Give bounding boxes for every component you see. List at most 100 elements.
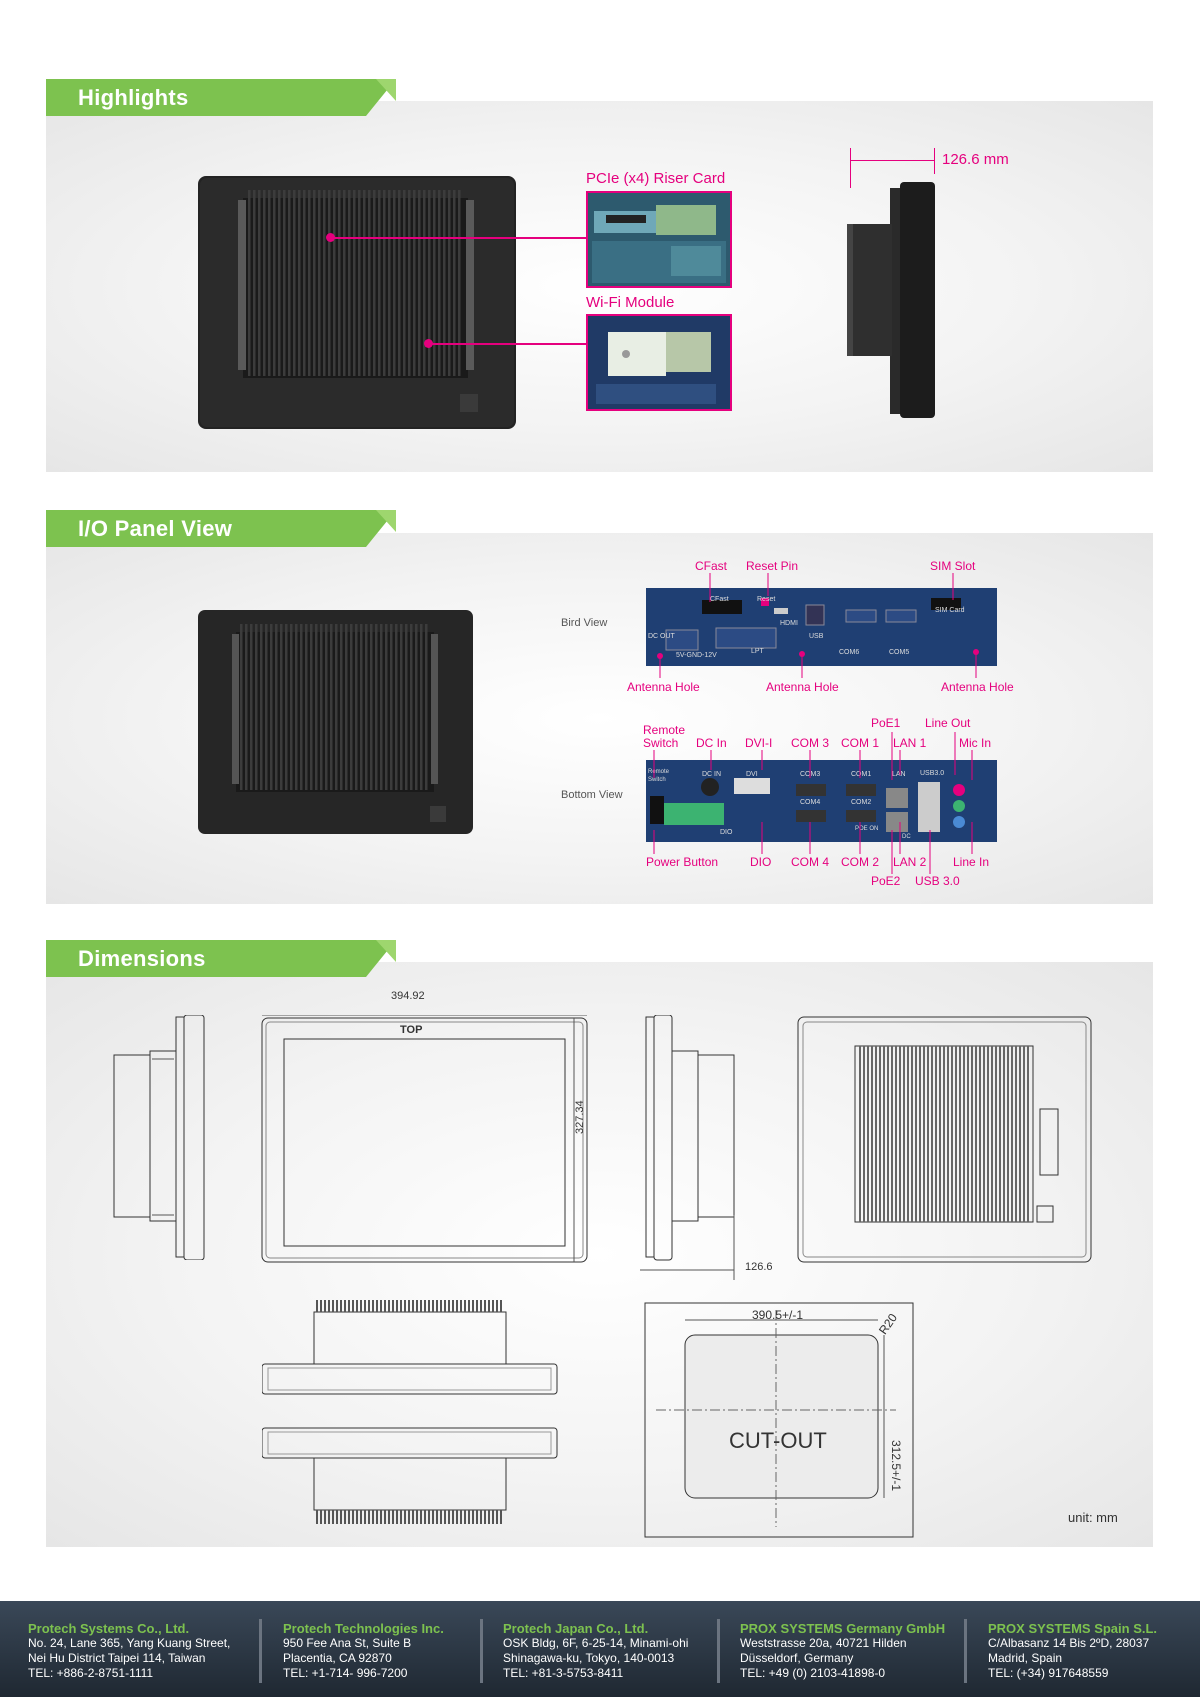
label-poe1: PoE1 [871,716,901,730]
label-com4: COM 4 [791,855,830,869]
tab-shape [46,79,396,116]
label-remote-switch-1: Remote [643,723,686,737]
label-usb3: USB 3.0 [915,874,960,888]
depth-ext-left [850,148,851,188]
dim-top: TOP [400,1024,423,1036]
bottom-print-com4: COM4 [800,799,821,806]
panel-pc-rear-image [198,176,516,429]
dim-depth: 126.6 [745,1261,773,1273]
bottom-print-dvi: DVI [746,771,758,778]
label-remote-switch-2: Switch [643,736,679,750]
panel-pc-side-image [847,182,935,418]
callout-line-wifi [428,343,589,345]
callout-dot-wifi [424,339,433,348]
bottom-print-dc-in: DC IN [702,771,722,778]
bottom-print-com1: COM1 [851,771,872,778]
section-title: I/O Panel View [78,516,233,541]
bird-print-cfast: CFast [710,596,729,603]
bird-print-lpt: LPT [751,648,764,655]
address-line: OSK Bldg, 6F, 6-25-14, Minami-ohi [503,1636,689,1650]
bird-print-usb: USB [809,633,824,640]
drawing-side-left [113,1015,205,1260]
company-name: Protech Systems Co., Ltd. [28,1621,190,1636]
label-cfast: CFast [695,559,728,573]
depth-label: 126.6 mm [942,151,1009,168]
bottom-print-dc: DC [902,834,911,840]
bird-view-board [646,588,997,666]
section-title: Dimensions [78,946,206,971]
bottom-view-board [646,760,997,842]
phone: TEL: +81-3-5753-8411 [503,1666,624,1680]
panel-pc-rear-image-2 [198,610,473,834]
bird-print-dc-out: DC OUT [648,633,675,640]
label-mic-in: Mic In [959,736,992,750]
label-com2: COM 2 [841,855,880,869]
bottom-print-usb3: USB3.0 [920,770,945,777]
address-line: Nei Hu District Taipei 114, Taiwan [28,1651,206,1665]
label-com1: COM 1 [841,736,880,750]
company-name: PROX SYSTEMS Germany GmbH [740,1621,946,1636]
callout-line-riser [331,237,589,239]
wifi-module-label: Wi-Fi Module [586,294,675,311]
label-com3: COM 3 [791,736,830,750]
footer-separator [259,1619,262,1683]
bottom-print-dio: DIO [720,829,733,836]
dimensions-tab: Dimensions [46,940,396,977]
bottom-print-poe-on: POE ON [855,826,879,832]
bird-print-sim: SIM Card [935,607,965,614]
drawing-rear [797,1016,1092,1263]
section-title: Highlights [78,85,189,110]
riser-card-photo [586,191,732,288]
bird-leader-lines [659,573,977,678]
address-line: C/Albasanz 14 Bis 2ºD, 28037 [988,1636,1150,1650]
dim-cutout-height: 312.5+/-1 [889,1440,903,1492]
io-tab: I/O Panel View [46,510,396,547]
phone: TEL: (+34) 917648559 [988,1666,1109,1680]
footer-col-usa: Protech Technologies Inc. 950 Fee Ana St… [283,1621,444,1681]
address-line: 950 Fee Ana St, Suite B [283,1636,412,1650]
dim-cutout-width: 390.5+/-1 [752,1308,804,1322]
address-line: Weststrasse 20a, 40721 Hilden [740,1636,907,1650]
depth-ext-right [934,148,935,174]
label-lan2: LAN 2 [893,855,927,869]
label-dio: DIO [750,855,772,869]
bird-print-reset: Reset [757,596,776,603]
label-antenna-hole-2: Antenna Hole [766,680,839,694]
label-line-out: Line Out [925,716,971,730]
footer-col-japan: Protech Japan Co., Ltd. OSK Bldg, 6F, 6-… [503,1621,688,1681]
label-antenna-hole-3: Antenna Hole [941,680,1014,694]
label-reset-pin: Reset Pin [746,559,799,573]
footer-separator [480,1619,483,1683]
highlights-tab: Highlights [46,79,396,116]
drawing-side-right [640,1015,735,1280]
company-name: PROX SYSTEMS Spain S.L. [988,1621,1158,1636]
phone: TEL: +886-2-8751-1111 [28,1666,154,1680]
callout-dot-riser [326,233,335,242]
phone: TEL: +49 (0) 2103-41898-0 [740,1666,886,1680]
bottom-print-lan: LAN [892,771,906,778]
bottom-leader-lines [653,732,973,874]
wifi-module-photo [586,314,732,411]
bird-print-volt: 5V-GND-12V [676,652,717,659]
bottom-view-label: Bottom View [561,789,623,801]
footer-col-germany: PROX SYSTEMS Germany GmbH Weststrasse 20… [740,1621,945,1681]
company-name: Protech Technologies Inc. [283,1621,444,1636]
label-dc-in: DC In [696,736,727,750]
drawing-top-view [262,1300,558,1395]
address-line: Düsseldorf, Germany [740,1651,854,1665]
label-antenna-hole-1: Antenna Hole [627,680,700,694]
label-dvi-i: DVI-I [745,736,773,750]
bird-print-com5: COM5 [889,649,910,656]
bird-view-label: Bird View [561,617,608,629]
cutout-label: CUT-OUT [729,1428,827,1453]
tab-shape [46,510,396,547]
label-line-in: Line In [953,855,990,869]
footer-separator [717,1619,720,1683]
drawing-bottom-view [262,1427,558,1524]
company-name: Protech Japan Co., Ltd. [503,1621,649,1636]
address-line: Placentia, CA 92870 [283,1651,392,1665]
label-power-button: Power Button [646,855,719,869]
footer-col-spain: PROX SYSTEMS Spain S.L. C/Albasanz 14 Bi… [988,1621,1157,1681]
riser-card-label: PCIe (x4) Riser Card [586,170,726,187]
label-poe2: PoE2 [871,874,901,888]
